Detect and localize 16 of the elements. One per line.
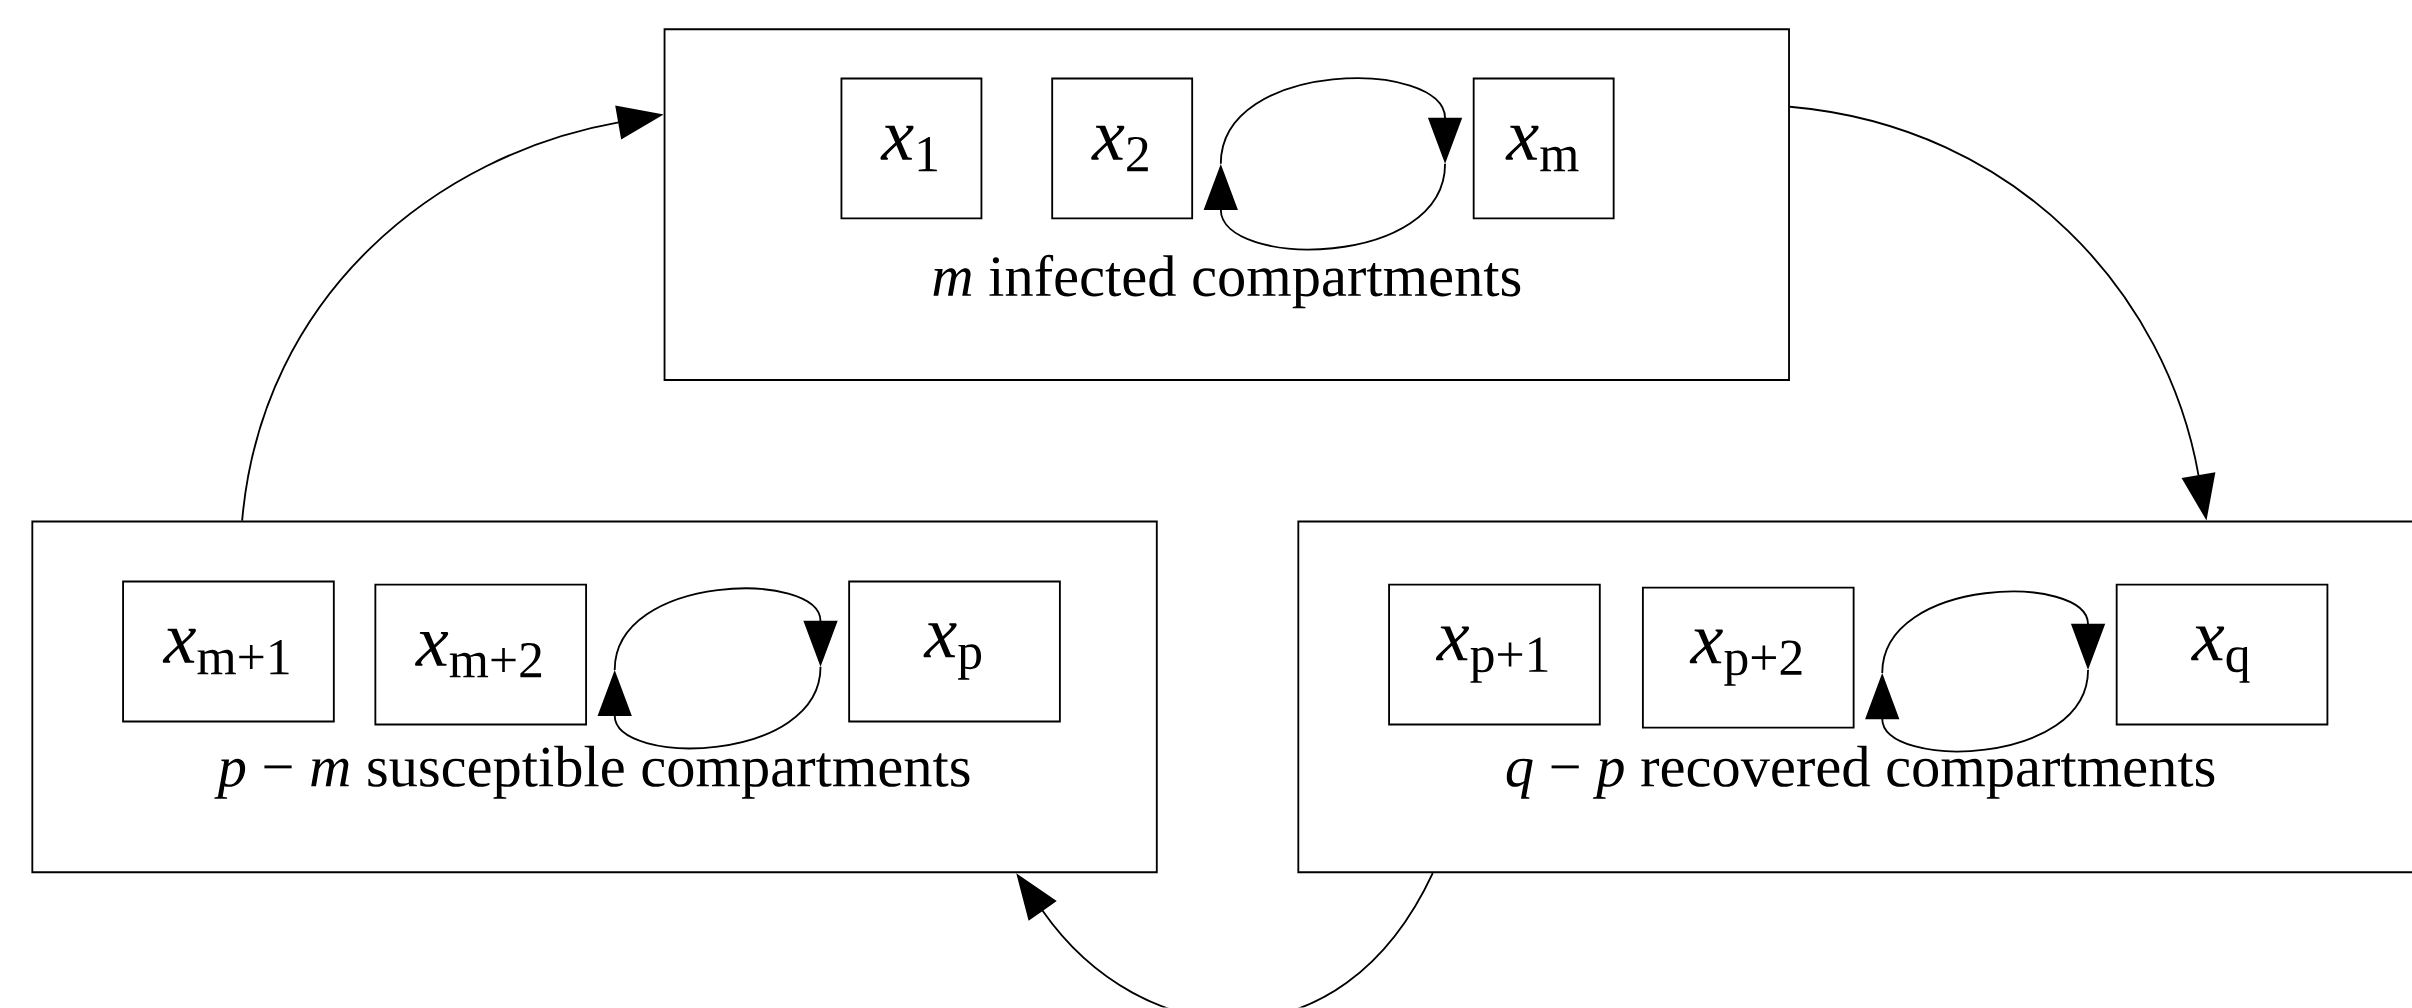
cycle-arrow [1203,163,1446,251]
compartment-box: x$_{m+1}$ [122,580,335,723]
compartment-box: x$_{p+1}$ [1388,583,1601,726]
compartment-box: x$_{p+2}$ [1641,586,1855,729]
cycle-arrow [1881,590,2106,675]
compartment-box: x$_{m}$ [1472,77,1615,220]
compartment-box: x$_{2}$ [1051,77,1194,220]
cycle-arrow [1865,669,2089,753]
cycle-arrow [613,587,838,672]
cycle-arrow [597,666,822,750]
compartment-box: x$_{1}$ [840,77,983,220]
compartment-box: x$_{q}$ [2115,583,2329,726]
compartment-box: x$_{m+2}$ [374,583,587,726]
arrow [1016,872,1434,1008]
compartment-box: x$_{p}$ [848,580,1061,723]
cycle-arrow [1219,77,1463,165]
